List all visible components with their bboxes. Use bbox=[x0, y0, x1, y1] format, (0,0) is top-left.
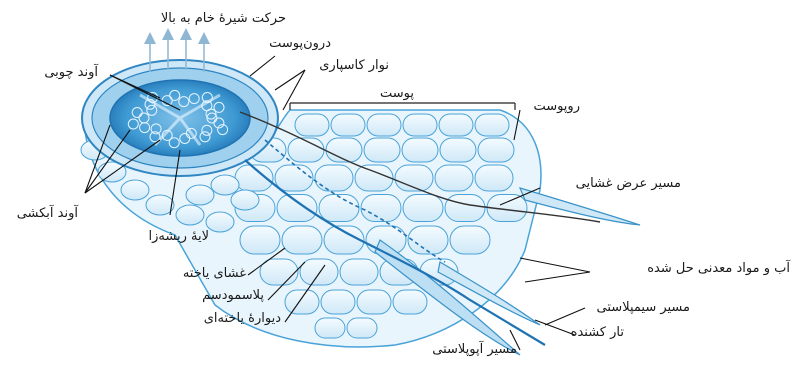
cortex-cell bbox=[121, 180, 149, 200]
cortex-cell bbox=[408, 226, 448, 254]
cortex-cell bbox=[315, 318, 345, 338]
label-transmembrane-path: مسیر عرض غشایی bbox=[576, 176, 681, 191]
cortex-cell bbox=[403, 114, 437, 136]
cortex-cell bbox=[357, 290, 391, 314]
cortex-cell bbox=[321, 290, 355, 314]
cortex-cell bbox=[445, 195, 485, 222]
cortex-cell bbox=[282, 226, 322, 254]
cortex-cell bbox=[176, 205, 204, 225]
cortex-cell bbox=[340, 259, 378, 285]
label-plasmodesma: پلاسمودسم bbox=[202, 288, 264, 303]
label-cell-wall: دیوارهٔ یاخته‌ای bbox=[204, 311, 281, 326]
cortex-cell bbox=[475, 165, 513, 191]
cortex-cell bbox=[277, 195, 317, 222]
label-phloem: آوند آبکشی bbox=[17, 204, 80, 221]
label-water-minerals: آب و مواد معدنی حل شده bbox=[647, 259, 791, 276]
cortex-cell bbox=[275, 165, 313, 191]
label-apoplast-path: مسیر آپوپلاستی bbox=[432, 340, 517, 357]
label-epidermis: روپوست bbox=[533, 99, 580, 114]
cortex-cell bbox=[450, 226, 490, 254]
cortex-cell bbox=[393, 290, 427, 314]
label-cortex: پوست bbox=[380, 86, 414, 101]
cortex-bracket bbox=[290, 103, 515, 110]
cortex-cell bbox=[231, 190, 259, 210]
cortex-cell bbox=[475, 114, 509, 136]
vascular-cylinder bbox=[82, 60, 278, 176]
cortex-cell bbox=[364, 138, 400, 162]
cortex-cell bbox=[478, 138, 514, 162]
cortex-cell bbox=[347, 318, 377, 338]
cortex-cell bbox=[285, 290, 319, 314]
cortex-cell bbox=[206, 212, 234, 232]
cortex-cell bbox=[319, 195, 359, 222]
label-xylem: آوند چوبی bbox=[44, 63, 99, 80]
cortex-cell bbox=[355, 165, 393, 191]
cortex-cell bbox=[315, 165, 353, 191]
cortex-cell bbox=[439, 114, 473, 136]
cortex-cell bbox=[367, 114, 401, 136]
cortex-cell bbox=[211, 175, 239, 195]
label-casparian-strip: نوار کاسپاری bbox=[319, 58, 389, 73]
cortex-cell bbox=[186, 185, 214, 205]
cortex-cell bbox=[240, 226, 280, 254]
cortex-cell bbox=[435, 165, 473, 191]
label-cell-membrane: غشای یاخته bbox=[183, 266, 246, 281]
cortex-cell bbox=[361, 195, 401, 222]
cortex-cell bbox=[440, 138, 476, 162]
cortex-cell bbox=[402, 138, 438, 162]
cortex-cell bbox=[403, 195, 443, 222]
label-endodermis: درون‌پوست bbox=[269, 36, 331, 51]
cortex-cell bbox=[146, 195, 174, 215]
label-pericycle: لایهٔ ریشه‌زا bbox=[149, 229, 210, 244]
label-sap-movement: حرکت شیرهٔ خام به بالا bbox=[161, 11, 286, 26]
label-symplast-path: مسیر سیمپلاستی bbox=[597, 300, 690, 315]
label-root-hair: تار کشنده bbox=[571, 325, 625, 340]
cortex-cell bbox=[295, 114, 329, 136]
cortex-cell bbox=[300, 259, 338, 285]
cortex-cell bbox=[331, 114, 365, 136]
cortex-cell bbox=[260, 259, 298, 285]
